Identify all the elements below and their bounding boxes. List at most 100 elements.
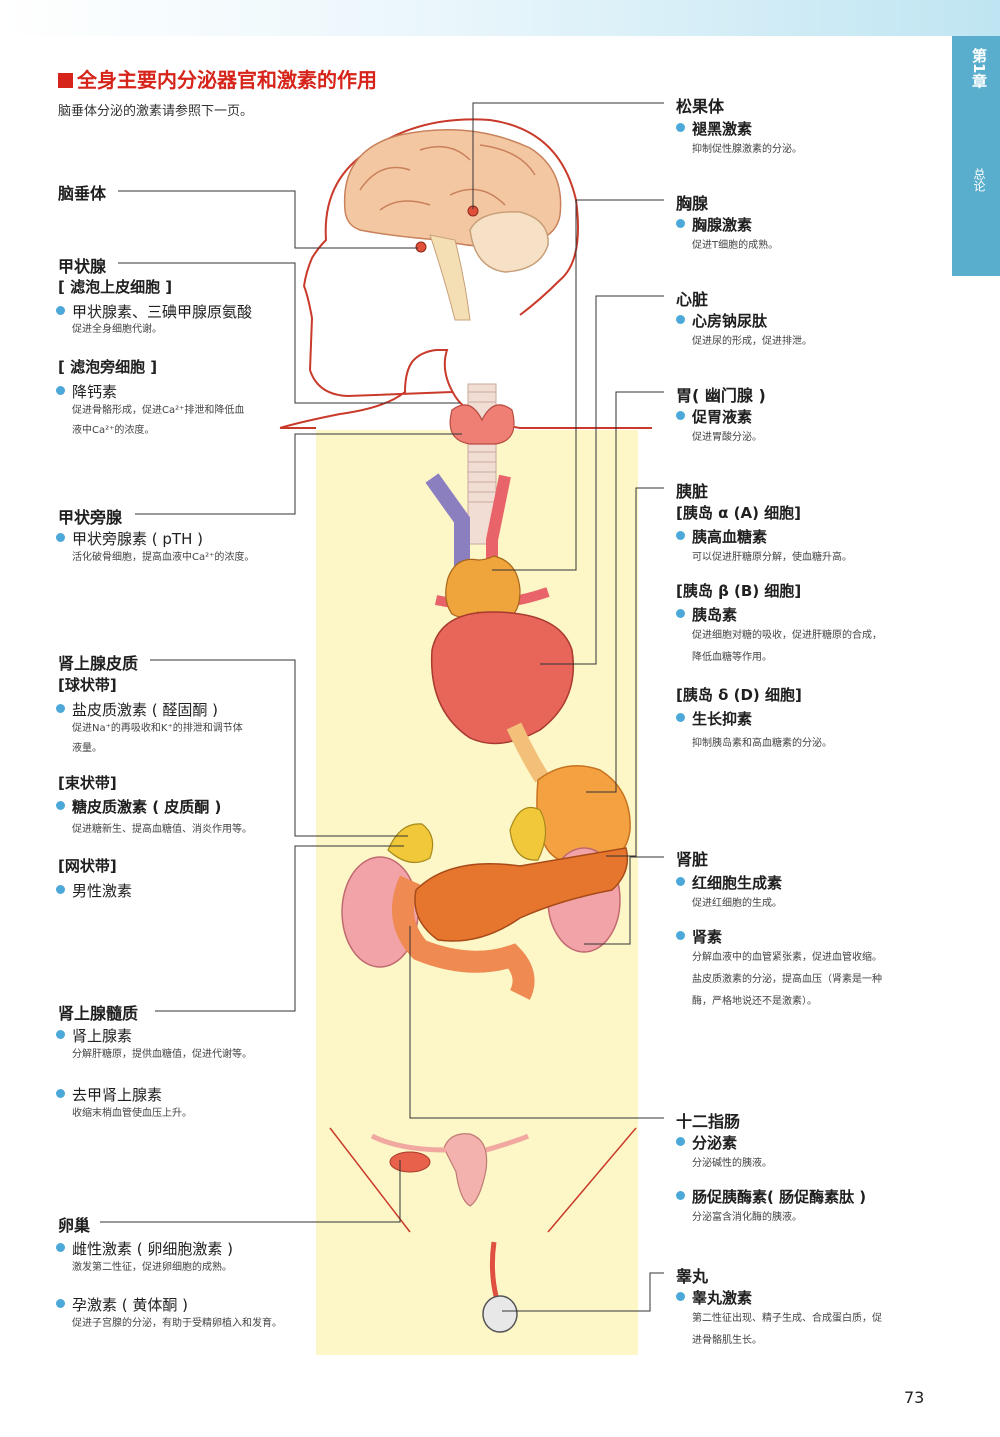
hormone-insulin: 胰岛素 xyxy=(676,604,737,625)
leader-heart xyxy=(540,295,664,665)
label-zona-fasciculata: [束状带] xyxy=(58,774,117,792)
label-pancreas: 胰脏 xyxy=(676,482,709,501)
desc-estrogen: 激发第二性征，促进卵细胞的成熟。 xyxy=(72,1262,232,1273)
chapter-sub-label: 总论 xyxy=(972,168,986,192)
leader-ovary xyxy=(100,1160,401,1223)
label-duodenum: 十二指肠 xyxy=(676,1112,741,1131)
chapter-tab[interactable]: 第1章 总论 xyxy=(952,36,1000,276)
hormone-mineralocorticoid: 盐皮质激素 ( 醛固酮 ) xyxy=(56,699,218,720)
desc-renin-2: 盐皮质激素的分泌，提高血压（肾素是一种 xyxy=(692,974,882,985)
hormone-renin: 肾素 xyxy=(676,926,722,947)
heart xyxy=(430,611,575,745)
desc-adrenaline: 分解肝糖原，提供血糖值，促进代谢等。 xyxy=(72,1049,252,1060)
desc-gastrin: 促进胃酸分泌。 xyxy=(692,432,762,443)
hormone-glucocorticoid: 糖皮质激素 ( 皮质酮 ) xyxy=(56,796,221,817)
hormone-somatostatin: 生长抑素 xyxy=(676,708,752,729)
label-thyroid-parafollicular: [ 滤泡旁细胞 ] xyxy=(58,358,158,376)
label-thyroid: 甲状腺 xyxy=(58,257,107,276)
hormone-thymosin: 胸腺激素 xyxy=(676,214,752,235)
label-thymus: 胸腺 xyxy=(676,194,709,213)
desc-cck: 分泌富含消化酶的胰液。 xyxy=(692,1212,802,1223)
desc-insulin-1: 促进细胞对糖的吸收，促进肝糖原的合成， xyxy=(692,630,882,641)
desc-melatonin: 抑制促性腺激素的分泌。 xyxy=(692,144,802,155)
red-vessel xyxy=(486,474,511,560)
hormone-testosterone: 睾丸激素 xyxy=(676,1287,752,1308)
hormone-cck: 肠促胰酶素( 肠促酶素肽 ) xyxy=(676,1186,866,1207)
pancreas xyxy=(414,847,629,942)
brainstem xyxy=(429,234,471,321)
brain-folds xyxy=(359,144,536,211)
cerebellum xyxy=(469,211,549,273)
hormone-glucagon: 胰高血糖素 xyxy=(676,526,767,547)
hormone-estrogen: 雌性激素 ( 卵细胞激素 ) xyxy=(56,1238,233,1259)
hormone-secretin: 分泌素 xyxy=(676,1132,737,1153)
hormone-adrenaline: 肾上腺素 xyxy=(56,1025,132,1046)
hormone-progesterone: 孕激素 ( 黄体酮 ) xyxy=(56,1294,188,1315)
intro-note: 脑垂体分泌的激素请参照下一页。 xyxy=(58,104,254,119)
desc-insulin-2: 降低血糖等作用。 xyxy=(692,652,772,663)
label-delta-cell: [胰岛 δ (D) 细胞] xyxy=(676,686,802,704)
hormone-noradrenaline: 去甲肾上腺素 xyxy=(56,1084,162,1105)
label-parathyroid: 甲状旁腺 xyxy=(58,508,123,527)
thyroid xyxy=(449,404,515,445)
label-kidney: 肾脏 xyxy=(676,850,709,869)
desc-progesterone: 促进子宫腺的分泌，有助于受精卵植入和发育。 xyxy=(72,1318,282,1329)
desc-thyroxine: 促进全身细胞代谢。 xyxy=(72,324,162,335)
esophagus xyxy=(506,722,549,783)
desc-thymosin: 促进T细胞的成熟。 xyxy=(692,240,779,251)
hormone-calcitonin: 降钙素 xyxy=(56,381,117,402)
label-pineal: 松果体 xyxy=(676,97,725,116)
desc-pth: 活化破骨细胞，提高血液中Ca²⁺的浓度。 xyxy=(72,552,255,563)
label-zona-reticularis: [网状带] xyxy=(58,857,117,875)
leader-thyroid xyxy=(118,262,460,404)
label-heart: 心脏 xyxy=(676,290,709,309)
desc-anp: 促进尿的形成，促进排泄。 xyxy=(692,336,812,347)
desc-renin-1: 分解血液中的血管紧张素，促进血管收缩。 xyxy=(692,952,882,963)
fallopian-tubes xyxy=(370,1133,530,1153)
adrenal-left xyxy=(387,823,434,864)
label-alpha-cell: [胰岛 α (A) 细胞] xyxy=(676,504,802,522)
label-stomach: 胃( 幽门腺 ) xyxy=(676,386,766,405)
label-pituitary: 脑垂体 xyxy=(58,184,107,203)
desc-testosterone-2: 进骨骼肌生长。 xyxy=(692,1335,762,1346)
duodenum xyxy=(392,875,535,1000)
label-ovary: 卵巢 xyxy=(58,1216,91,1235)
desc-glucocorticoid: 促进糖新生、提高血糖值、消炎作用等。 xyxy=(72,824,252,835)
label-thyroid-follicular: [ 滤泡上皮细胞 ] xyxy=(58,278,173,296)
vas xyxy=(489,1241,499,1297)
leader-pineal xyxy=(472,102,664,209)
chapter-label: 第1章 xyxy=(970,48,988,89)
ovary-shape xyxy=(389,1151,431,1173)
pelvis-lines xyxy=(329,1127,637,1233)
leader-testis xyxy=(502,1272,664,1312)
leader-adrenal-medulla xyxy=(155,845,404,1012)
label-zona-glomerulosa: [球状带] xyxy=(58,676,117,694)
leader-kidney xyxy=(584,856,664,945)
hormone-epo: 红细胞生成素 xyxy=(676,872,782,893)
desc-glucagon: 可以促进肝糖原分解，使血糖升高。 xyxy=(692,552,852,563)
uterus xyxy=(443,1133,488,1207)
testis-shape xyxy=(482,1295,518,1333)
leader-adrenal-cortex xyxy=(150,659,408,837)
page-title: 全身主要内分泌器官和激素的作用 xyxy=(58,64,377,93)
hormone-pth: 甲状旁腺素 ( pTH ) xyxy=(56,528,203,549)
pituitary-dot xyxy=(415,241,427,253)
leader-thymus xyxy=(492,199,664,571)
desc-calcitonin-1: 促进骨骼形成，促进Ca²⁺排泄和降低血 xyxy=(72,405,245,416)
desc-secretin: 分泌碱性的胰液。 xyxy=(692,1158,772,1169)
hormone-androgen: 男性激素 xyxy=(56,880,132,901)
top-color-band xyxy=(0,0,1000,36)
label-testis: 睾丸 xyxy=(676,1267,709,1286)
leader-parathyroid xyxy=(135,433,462,515)
desc-epo: 促进红细胞的生成。 xyxy=(692,898,782,909)
thymus xyxy=(445,555,521,620)
hormone-melatonin: 褪黑激素 xyxy=(676,118,752,139)
stomach xyxy=(536,765,631,861)
desc-mineralocorticoid-1: 促进Na⁺的再吸收和K⁺的排泄和调节体 xyxy=(72,723,243,734)
desc-renin-3: 酶，严格地说还不是激素）。 xyxy=(692,996,817,1007)
label-adrenal-cortex: 肾上腺皮质 xyxy=(58,654,139,673)
leader-pituitary xyxy=(118,190,418,249)
leader-pancreas xyxy=(606,487,664,857)
leader-stomach xyxy=(586,391,664,793)
